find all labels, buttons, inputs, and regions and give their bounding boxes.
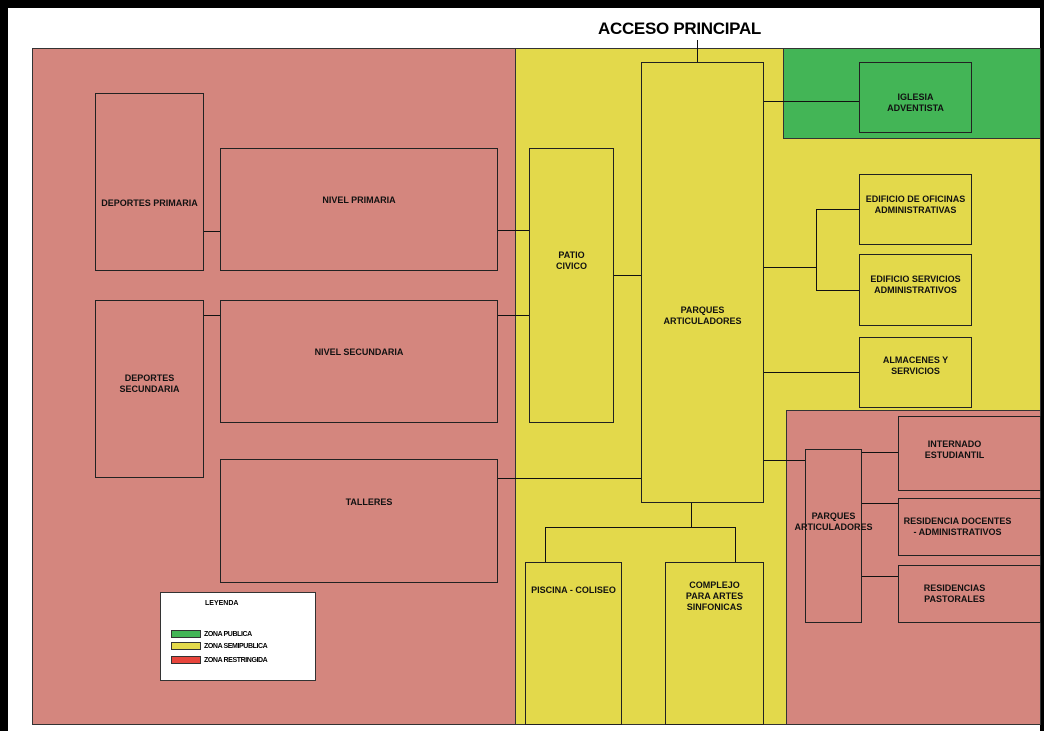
block-deportes-secundaria: DEPORTES SECUNDARIA	[95, 300, 204, 478]
connector-line	[545, 527, 736, 528]
block-label: IGLESIA ADVENTISTA	[887, 92, 944, 113]
connector-line	[861, 452, 899, 453]
connector-line	[861, 576, 899, 577]
block-parques-articuladores-central: PARQUES ARTICULADORES	[641, 62, 764, 503]
legend-title: LEYENDA	[205, 600, 239, 607]
block-label: EDIFICIO DE OFICINAS ADMINISTRATIVAS	[865, 194, 966, 215]
block-residencias-pastorales: RESIDENCIAS PASTORALES	[898, 565, 1041, 623]
legend-swatch	[171, 642, 201, 650]
connector-line	[763, 460, 806, 461]
block-deportes-primaria: DEPORTES PRIMARIA	[95, 93, 204, 271]
connector-line	[497, 230, 530, 231]
block-label: EDIFICIO SERVICIOS ADMINISTRATIVOS	[870, 274, 961, 295]
connector-line	[816, 209, 859, 210]
block-residencia-docentes: RESIDENCIA DOCENTES - ADMINISTRATIVOS	[898, 498, 1041, 556]
block-label: PARQUES ARTICULADORES	[794, 511, 873, 532]
connector-line	[763, 372, 859, 373]
block-iglesia-adventista: IGLESIA ADVENTISTA	[859, 62, 972, 133]
connector-line	[861, 503, 899, 504]
connector-line	[697, 40, 698, 62]
block-nivel-primaria: NIVEL PRIMARIA	[220, 148, 498, 271]
connector-line	[735, 527, 736, 563]
acceso-principal-title: ACCESO PRINCIPAL	[598, 19, 762, 38]
legend-item-restringida: ZONA RESTRINGIDA	[171, 655, 268, 665]
connector-line	[691, 502, 692, 527]
connector-line	[613, 275, 641, 276]
block-label: DEPORTES PRIMARIA	[101, 198, 198, 208]
legend-swatch	[171, 630, 201, 638]
connector-line	[763, 101, 859, 102]
connector-line	[497, 315, 530, 316]
block-label: NIVEL PRIMARIA	[322, 195, 396, 205]
block-label: NIVEL SECUNDARIA	[314, 347, 404, 357]
connector-line	[763, 267, 817, 268]
block-label: PARQUES ARTICULADORES	[663, 305, 742, 326]
legend-label: ZONA SEMIPUBLICA	[204, 642, 268, 650]
block-complejo-artes: COMPLEJO PARA ARTES SINFONICAS	[665, 562, 764, 725]
connector-line	[497, 478, 641, 479]
block-edificio-servicios: EDIFICIO SERVICIOS ADMINISTRATIVOS	[859, 254, 972, 326]
block-nivel-secundaria: NIVEL SECUNDARIA	[220, 300, 498, 423]
legend: LEYENDA ZONA PUBLICA ZONA SEMIPUBLICA ZO…	[160, 592, 316, 681]
connector-line	[204, 315, 221, 316]
block-label: INTERNADO ESTUDIANTIL	[924, 439, 985, 460]
frame-left	[0, 0, 8, 731]
block-patio-civico: PATIO CIVICO	[529, 148, 614, 423]
block-label: ALMACENES Y SERVICIOS	[882, 355, 949, 376]
block-internado-estudiantil: INTERNADO ESTUDIANTIL	[898, 416, 1041, 491]
connector-line	[204, 231, 221, 232]
block-label: PATIO CIVICO	[555, 250, 587, 271]
block-almacenes: ALMACENES Y SERVICIOS	[859, 337, 972, 408]
connector-line	[545, 527, 546, 563]
block-parques-articuladores-east: PARQUES ARTICULADORES	[795, 449, 873, 623]
block-talleres: TALLERES	[220, 459, 498, 583]
block-label: DEPORTES SECUNDARIA	[119, 373, 180, 394]
legend-item-publica: ZONA PUBLICA	[171, 629, 252, 639]
block-label: TALLERES	[345, 497, 393, 507]
legend-item-semipublica: ZONA SEMIPUBLICA	[171, 641, 268, 651]
connector-line	[816, 209, 817, 291]
connector-line	[816, 290, 859, 291]
block-piscina-coliseo: PISCINA - COLISEO	[525, 562, 622, 725]
legend-label: ZONA PUBLICA	[204, 630, 252, 638]
block-label: PISCINA - COLISEO	[531, 585, 616, 595]
legend-swatch	[171, 656, 201, 664]
legend-label: ZONA RESTRINGIDA	[204, 656, 268, 664]
block-label: RESIDENCIAS PASTORALES	[923, 583, 986, 604]
block-edificio-oficinas: EDIFICIO DE OFICINAS ADMINISTRATIVAS	[859, 174, 972, 245]
block-label: COMPLEJO PARA ARTES SINFONICAS	[685, 580, 744, 612]
block-label: RESIDENCIA DOCENTES - ADMINISTRATIVOS	[903, 516, 1012, 537]
frame-top	[0, 0, 1044, 8]
frame-right	[1040, 0, 1044, 731]
